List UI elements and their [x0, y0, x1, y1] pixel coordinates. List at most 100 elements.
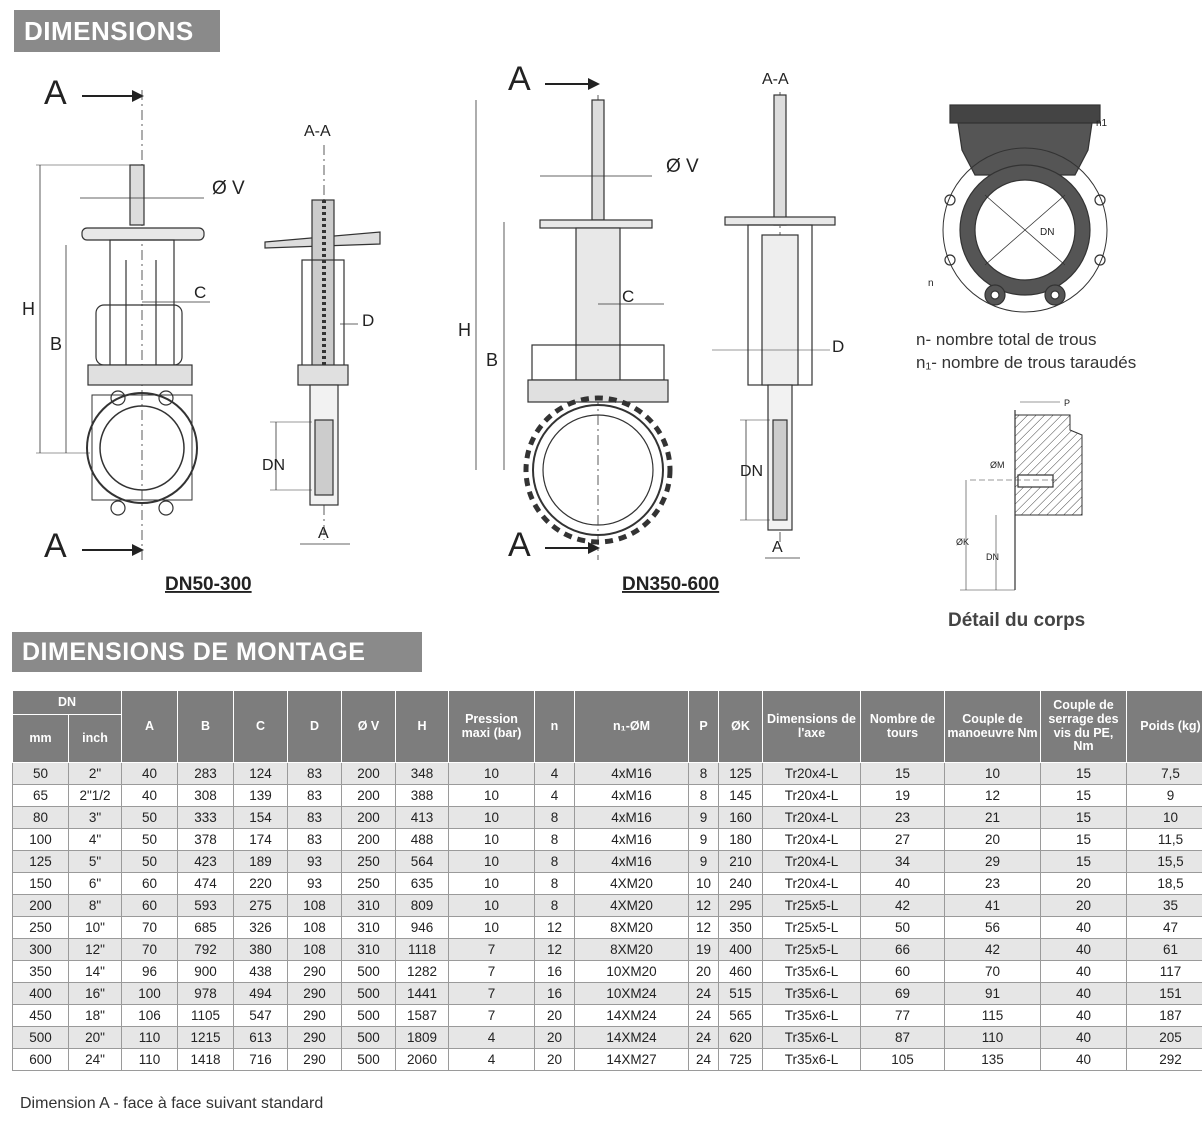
th-dn: DN: [12, 690, 122, 715]
th-n1m: n₁-ØM: [574, 690, 689, 763]
table-cell: 180: [718, 828, 763, 851]
table-cell: 4xM16: [574, 828, 689, 851]
table-cell: Tr25x5-L: [762, 916, 861, 939]
table-cell: 1105: [177, 1004, 234, 1027]
table-cell: 900: [177, 960, 234, 983]
table-cell: 19: [860, 784, 945, 807]
table-cell: 6": [68, 872, 122, 895]
table-cell: 547: [233, 1004, 288, 1027]
th-poids: Poids (kg): [1126, 690, 1202, 763]
table-cell: 15: [1040, 828, 1127, 851]
table-cell: 946: [395, 916, 449, 939]
table-cell: 110: [944, 1026, 1041, 1049]
table-cell: Tr20x4-L: [762, 806, 861, 829]
table-cell: 378: [177, 828, 234, 851]
table-cell: 9: [1126, 784, 1202, 807]
table-cell: 4xM16: [574, 850, 689, 873]
table-cell: 350: [718, 916, 763, 939]
table-cell: 16: [534, 982, 575, 1005]
table-cell: 14XM24: [574, 1026, 689, 1049]
table-cell: 19: [688, 938, 719, 961]
table-cell: 290: [287, 1026, 342, 1049]
dimensions-header: DIMENSIONS: [14, 10, 220, 52]
table-cell: 187: [1126, 1004, 1202, 1027]
dim-h-label-2: H: [458, 320, 471, 340]
table-cell: 15: [860, 762, 945, 785]
table-cell: 9: [688, 828, 719, 851]
table-cell: 40: [860, 872, 945, 895]
table-cell: 1118: [395, 938, 449, 961]
table-cell: 380: [233, 938, 288, 961]
table-cell: 1282: [395, 960, 449, 983]
table-cell: 326: [233, 916, 288, 939]
th-inch: inch: [68, 714, 122, 763]
table-cell: 250: [341, 872, 396, 895]
table-cell: 83: [287, 828, 342, 851]
label-dn-detail: DN: [1040, 227, 1054, 238]
th-ov: Ø V: [341, 690, 396, 763]
section-aa-label-1: A-A: [304, 123, 331, 140]
table-cell: 20: [534, 1004, 575, 1027]
table-cell: 110: [121, 1026, 178, 1049]
table-cell: 16": [68, 982, 122, 1005]
dim-b-label: B: [50, 334, 62, 354]
table-cell: 145: [718, 784, 763, 807]
th-p: P: [688, 690, 719, 763]
table-cell: 139: [233, 784, 288, 807]
table-cell: 8: [688, 784, 719, 807]
table-cell: 7,5: [1126, 762, 1202, 785]
dim-a-label-2: A: [772, 539, 783, 556]
table-cell: 24": [68, 1048, 122, 1071]
table-cell: 10: [944, 762, 1041, 785]
table-cell: 15: [1040, 806, 1127, 829]
table-cell: 290: [287, 1048, 342, 1071]
label-p: P: [1064, 398, 1070, 408]
table-cell: 20": [68, 1026, 122, 1049]
table-cell: 117: [1126, 960, 1202, 983]
table-cell: 42: [944, 938, 1041, 961]
table-cell: 978: [177, 982, 234, 1005]
table-cell: 500: [341, 960, 396, 983]
table-cell: 300: [12, 938, 69, 961]
table-cell: 488: [395, 828, 449, 851]
dn50-300-caption: DN50-300: [165, 574, 252, 595]
table-cell: Tr20x4-L: [762, 828, 861, 851]
table-cell: 10": [68, 916, 122, 939]
table-cell: 250: [12, 916, 69, 939]
table-cell: 205: [1126, 1026, 1202, 1049]
th-axe: Dimensions de l'axe: [762, 690, 861, 763]
table-cell: 83: [287, 762, 342, 785]
table-cell: 40: [121, 784, 178, 807]
body-flange-view: n1 n ØK DN: [928, 104, 1108, 313]
dn50-section-view: A-A DN D A: [262, 123, 381, 545]
table-cell: 60: [860, 960, 945, 983]
table-cell: 10: [448, 872, 535, 895]
table-cell: 388: [395, 784, 449, 807]
table-cell: 295: [718, 894, 763, 917]
table-cell: 108: [287, 916, 342, 939]
table-cell: 5": [68, 850, 122, 873]
table-cell: 77: [860, 1004, 945, 1027]
table-cell: 50: [860, 916, 945, 939]
table-cell: 4: [534, 762, 575, 785]
table-cell: 7: [448, 982, 535, 1005]
dim-dn-label-2: DN: [740, 463, 763, 480]
table-cell: 10: [448, 894, 535, 917]
table-cell: 4xM16: [574, 806, 689, 829]
table-cell: 290: [287, 1004, 342, 1027]
table-cell: 2060: [395, 1048, 449, 1071]
table-cell: 716: [233, 1048, 288, 1071]
table-cell: 20: [534, 1048, 575, 1071]
table-cell: 40: [1040, 938, 1127, 961]
table-cell: 160: [718, 806, 763, 829]
table-cell: 40: [1040, 1026, 1127, 1049]
table-cell: 3": [68, 806, 122, 829]
table-cell: 1215: [177, 1026, 234, 1049]
table-cell: 10XM20: [574, 960, 689, 983]
table-cell: 10: [448, 762, 535, 785]
section-aa-label-2: A-A: [762, 71, 789, 88]
